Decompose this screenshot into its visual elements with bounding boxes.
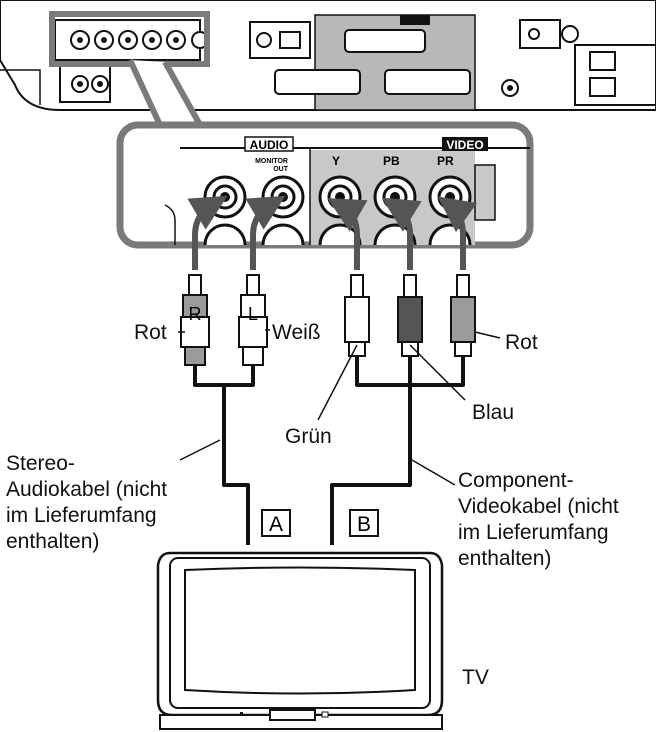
audio-plug-left — [238, 274, 268, 366]
stereo-cable-line: Stereo- — [6, 452, 75, 475]
plug-r-letter: R — [189, 304, 202, 324]
component-video-cable — [330, 356, 465, 545]
label-tv: TV — [462, 666, 489, 689]
video-plug-y — [344, 274, 370, 357]
stereo-cable-line: enthalten) — [6, 530, 100, 553]
tv-set — [156, 551, 444, 730]
monitor-out-label-line1: MONITOR — [255, 158, 288, 165]
stereo-audio-cable — [193, 365, 255, 545]
plug-l-letter: L — [248, 304, 258, 324]
tag-b-box — [349, 509, 379, 537]
label-blau: Blau — [472, 401, 515, 424]
label-weiss: Weiß — [272, 321, 321, 344]
tag-a-box — [261, 509, 291, 537]
video-plug-pr — [450, 274, 476, 357]
connection-arrows — [187, 195, 478, 270]
label-gruen: Grün — [285, 425, 332, 448]
top-jacks-row — [70, 30, 186, 50]
audio-plug-right — [180, 274, 210, 366]
stereo-cable-line: im Lieferumfang — [6, 504, 157, 527]
video-header-label: VIDEO — [446, 138, 483, 152]
component-cable-label: Component- Videokabel (nicht im Lieferum… — [458, 468, 654, 572]
audio-header-label: AUDIO — [250, 138, 289, 152]
jack-pr-label: PR — [437, 154, 454, 168]
stereo-cable-line: Audiokabel (nicht — [6, 478, 168, 501]
zoomed-jack-panel: AUDIO VIDEO MONITOR OUT Y PB PR — [116, 121, 534, 249]
jack-y-label: Y — [332, 154, 340, 168]
component-cable-line: im Lieferumfang — [458, 521, 609, 544]
leader-lines — [178, 329, 501, 486]
label-rot-left: Rot — [134, 321, 167, 344]
stereo-cable-label: Stereo- Audiokabel (nicht im Lieferumfan… — [6, 451, 216, 555]
component-cable-line: Component- — [458, 469, 574, 492]
jack-pb-label: PB — [383, 154, 400, 168]
tag-a-label: A — [269, 513, 283, 536]
label-rot-right: Rot — [505, 331, 538, 354]
video-plug-pb — [397, 274, 423, 357]
tag-b-label: B — [357, 513, 371, 536]
monitor-out-label-line2: OUT — [273, 166, 289, 173]
component-cable-line: enthalten) — [458, 547, 552, 570]
component-cable-line: Videokabel (nicht — [458, 495, 619, 518]
